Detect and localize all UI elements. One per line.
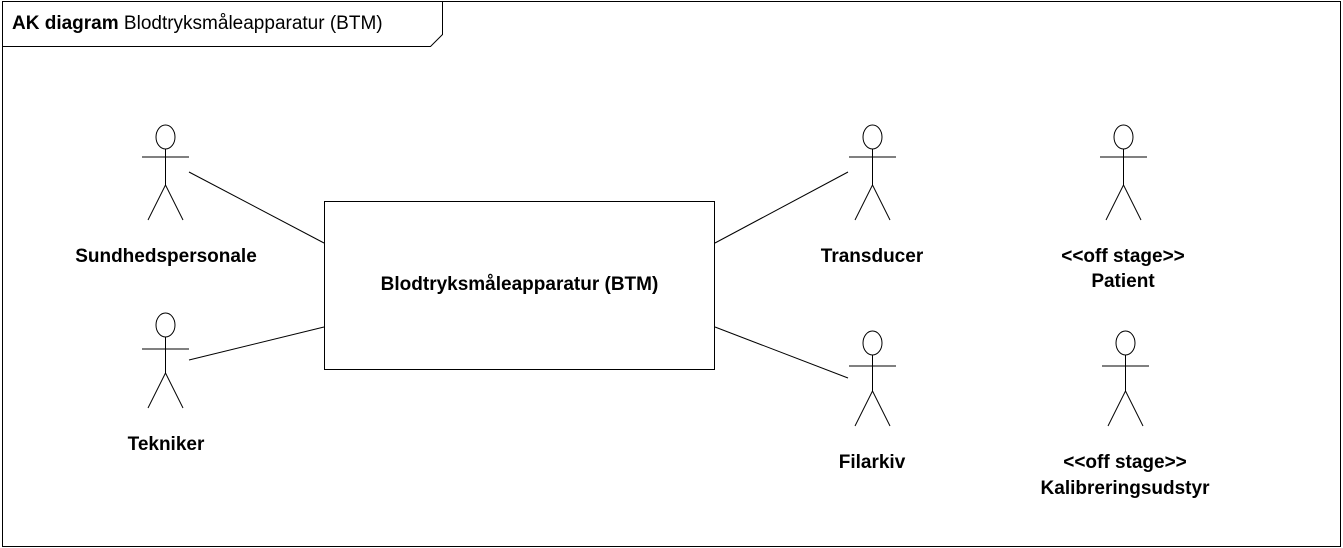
association-filarkiv	[714, 326, 849, 379]
frame-name: Blodtryksmåleapparatur (BTM)	[123, 13, 383, 34]
actor-label-tekniker: Tekniker	[127, 434, 205, 455]
actor-figure-transducer[interactable]	[849, 124, 896, 221]
actor-label-patient: Patient	[1091, 271, 1155, 292]
frame-title: AK diagram Blodtryksmåleapparatur (BTM)	[12, 13, 383, 35]
actor-label-sundhedspersonale: Sundhedspersonale	[75, 246, 257, 267]
actor-figure-patient[interactable]	[1100, 124, 1147, 221]
actor-label-kalibreringsudstyr: Kalibreringsudstyr	[1040, 478, 1210, 499]
actor-figure-sundhedspersonale[interactable]	[142, 124, 189, 221]
actor-label-transducer: Transducer	[820, 246, 924, 267]
frame-kind: AK diagram	[12, 13, 119, 34]
actor-figure-tekniker[interactable]	[142, 312, 189, 409]
actor-figure-kalibreringsudstyr[interactable]	[1102, 330, 1149, 427]
association-sundhedspersonale	[188, 171, 325, 244]
actor-stereotype-kalibreringsudstyr: <<off stage>>	[1063, 452, 1187, 473]
association-transducer	[714, 171, 849, 244]
association-tekniker	[188, 326, 325, 361]
system-box[interactable]	[324, 201, 715, 370]
actor-label-filarkiv: Filarkiv	[838, 452, 906, 473]
actor-figure-filarkiv[interactable]	[849, 330, 896, 427]
system-label: Blodtryksmåleapparatur (BTM)	[380, 274, 659, 295]
frame-title-tab	[2, 1, 443, 47]
actor-stereotype-patient: <<off stage>>	[1061, 246, 1185, 267]
